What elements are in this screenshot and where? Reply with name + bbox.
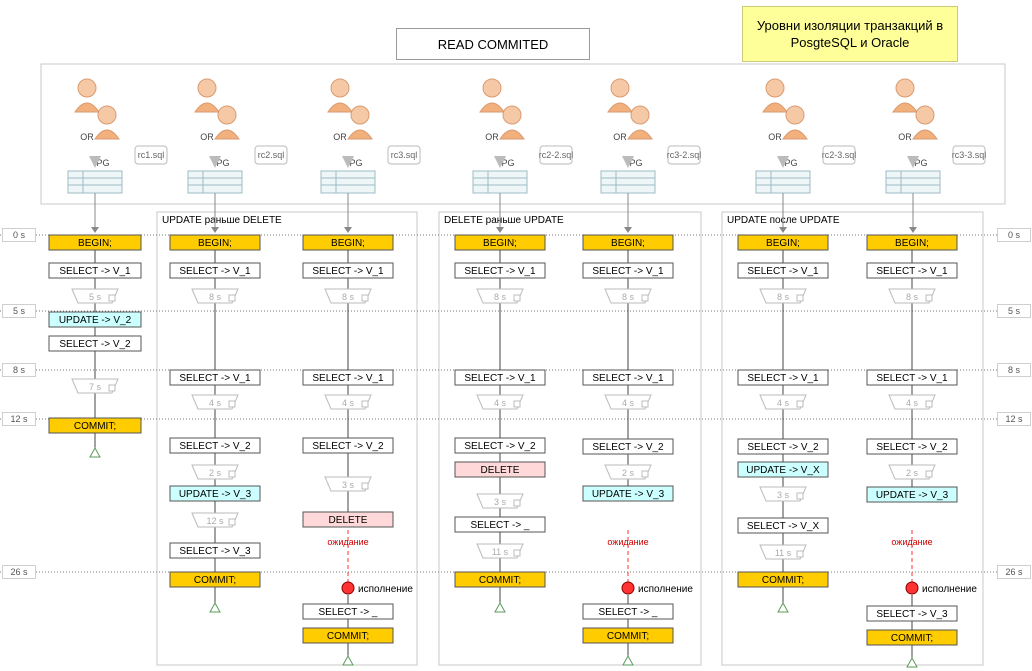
time-tick-label: 8 s: [2, 363, 36, 377]
time-tick-label: 26 s: [2, 565, 36, 579]
time-tick-label: 0 s: [997, 228, 1031, 242]
time-tick-label: 5 s: [2, 304, 36, 318]
diagram-title: READ COMMITED: [396, 28, 590, 60]
time-tick-label: 8 s: [997, 363, 1031, 377]
time-tick-label: 0 s: [2, 228, 36, 242]
time-tick-label: 12 s: [2, 412, 36, 426]
time-tick-label: 26 s: [997, 565, 1031, 579]
sticky-note: Уровни изоляции транзакций в PosgteSQL и…: [742, 6, 958, 62]
time-tick-label: 5 s: [997, 304, 1031, 318]
time-tick-label: 12 s: [997, 412, 1031, 426]
